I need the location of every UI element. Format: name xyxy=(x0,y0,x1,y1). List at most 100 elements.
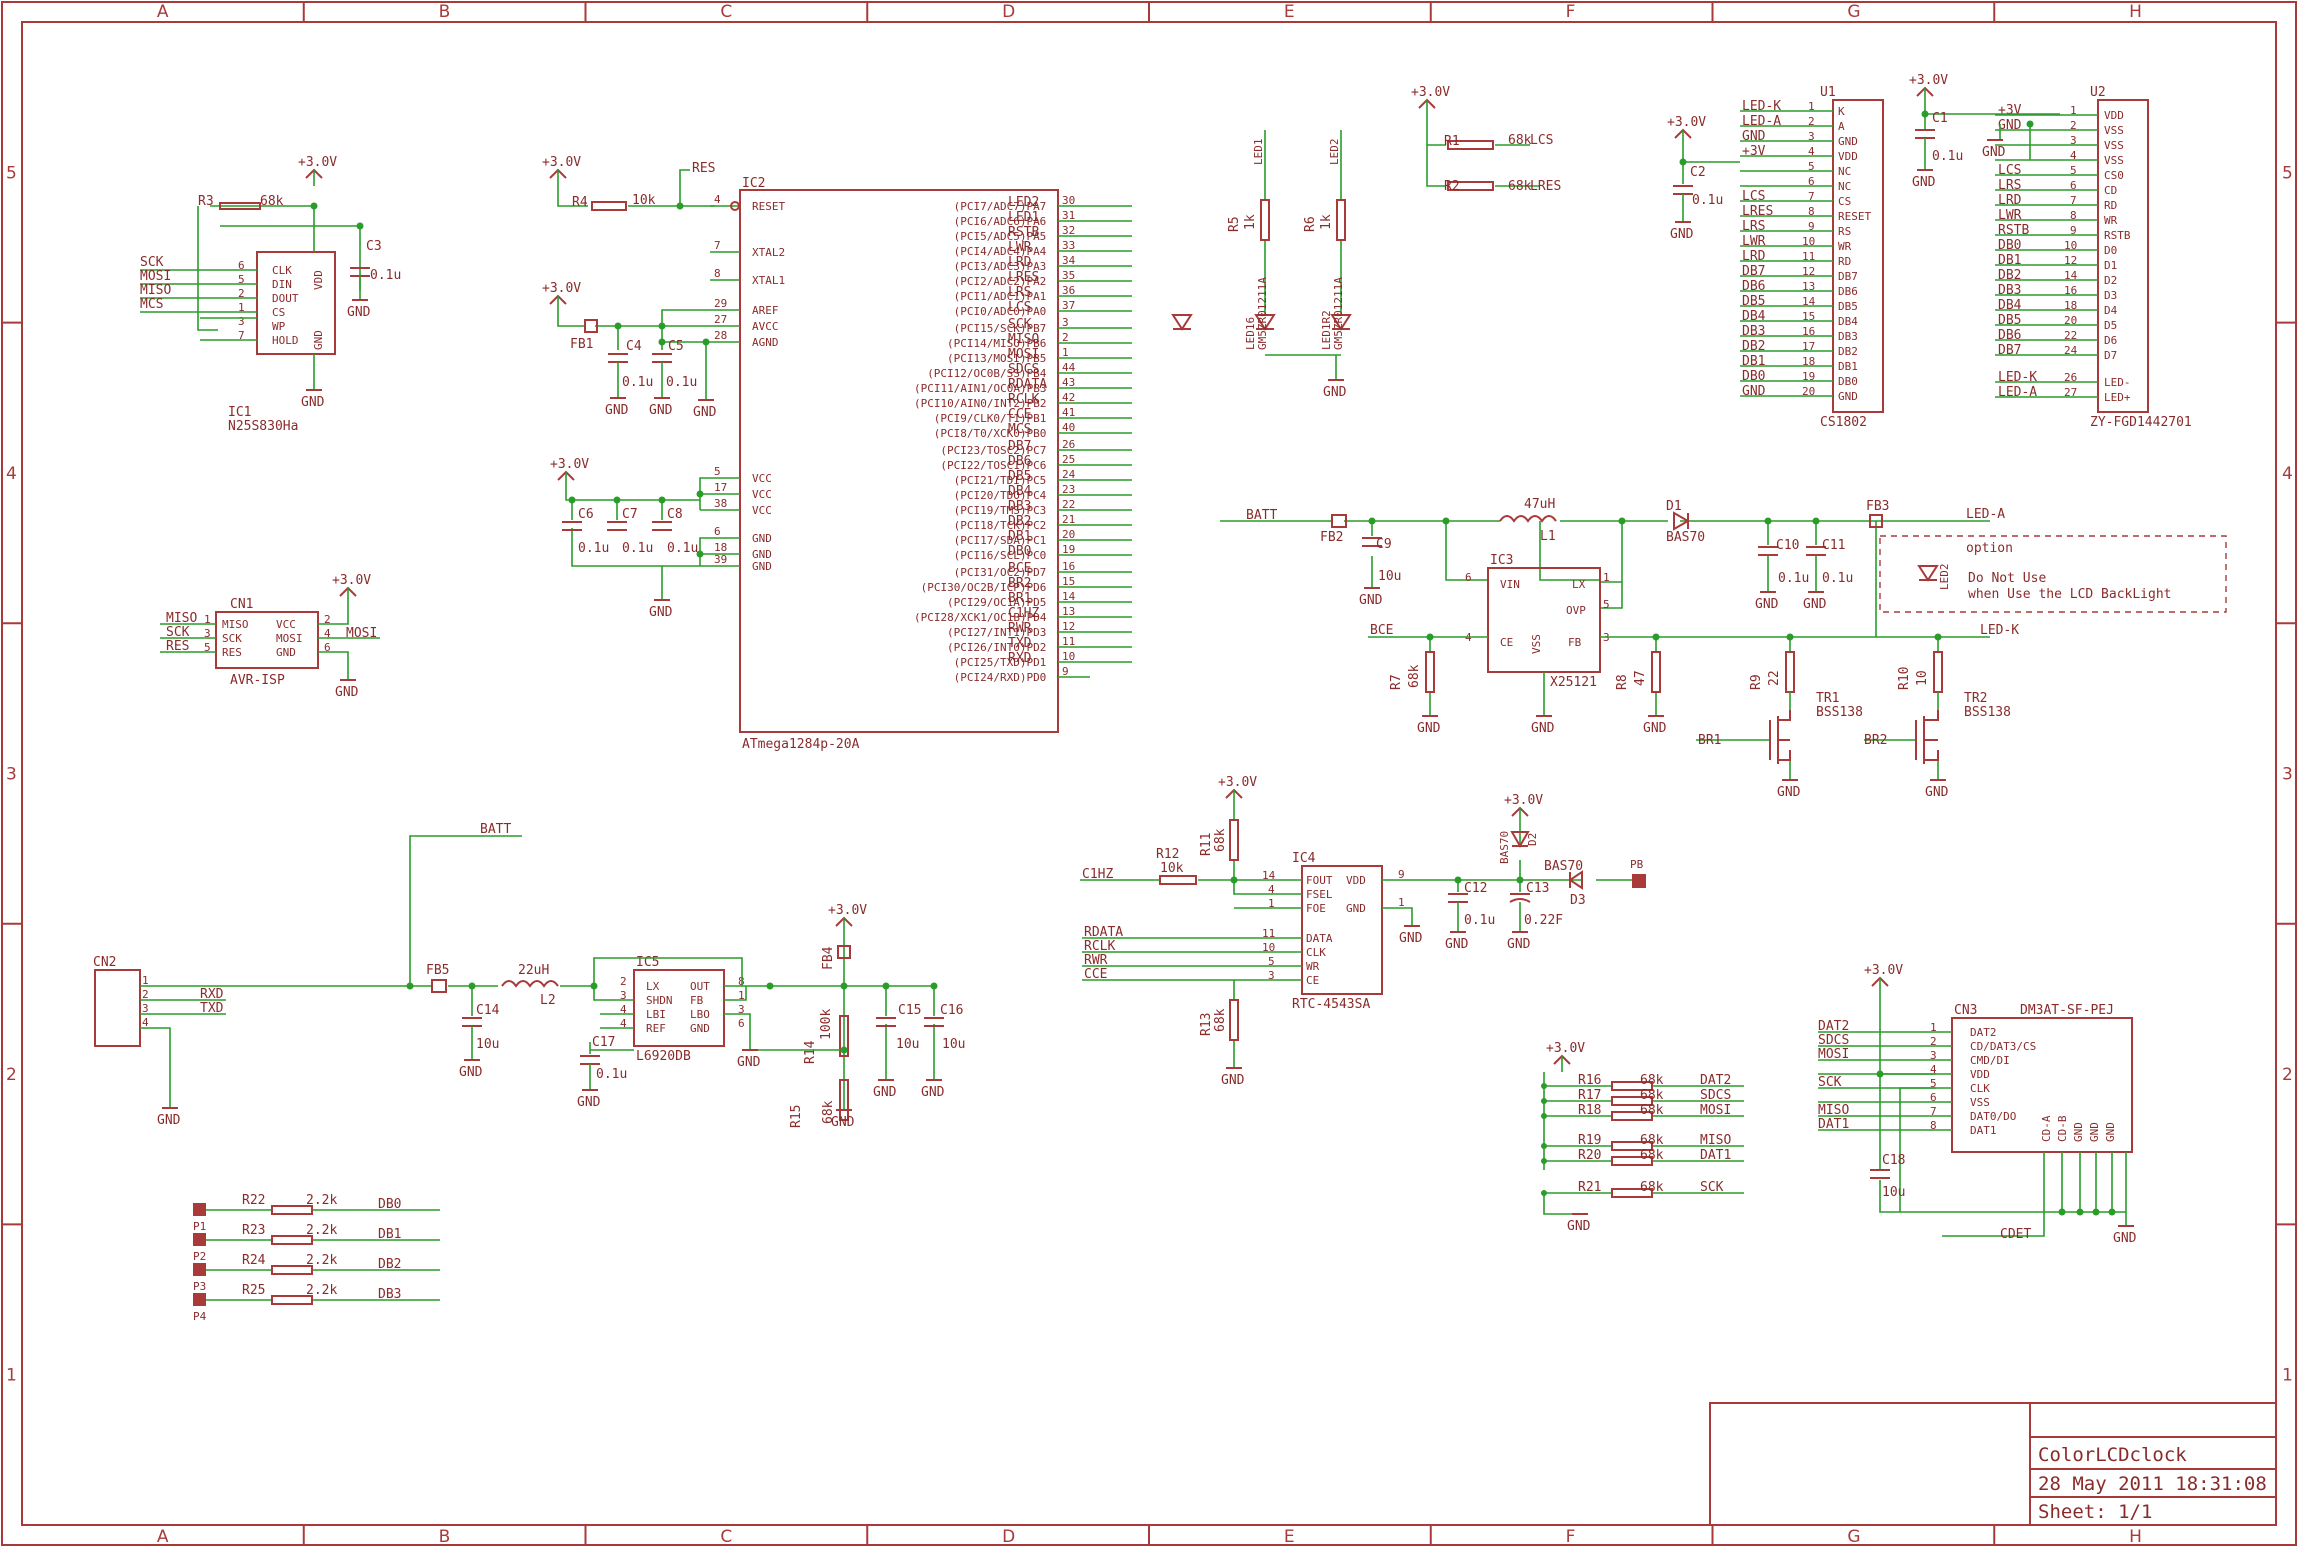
ic2-port: (PCI11/AIN1/OC0A)PB3 xyxy=(914,382,1046,395)
ic2-pin-num: 3 xyxy=(1062,316,1069,329)
u1-pin-num: 8 xyxy=(1808,205,1815,218)
u1-pin-nc: NC xyxy=(1838,180,1851,193)
u1-pin-num: 10 xyxy=(1802,235,1815,248)
net-led2: LED2 xyxy=(1008,195,1039,210)
net-db3: DB3 xyxy=(1008,499,1031,514)
gnd-label: GND xyxy=(1531,721,1555,736)
r7-value: 68k xyxy=(1407,664,1422,688)
pb-pad xyxy=(1632,874,1646,888)
zone-row-right-3: 3 xyxy=(2282,765,2293,785)
power-symbols: +3.0V+3.0V+3.0V+3.0V+3.0V+3.0V+3.0V+3.0V… xyxy=(157,73,2137,1246)
ic4-pin-num: 3 xyxy=(1268,969,1275,982)
cn3-ref: CN3 xyxy=(1954,1003,1977,1018)
net-mosi: MOSI xyxy=(1008,347,1039,362)
c2-ref: C2 xyxy=(1690,165,1706,180)
option-led2: LED2 xyxy=(1938,564,1951,591)
cn3-net-dat1: DAT1 xyxy=(1818,1117,1849,1132)
u1-net-db3: DB3 xyxy=(1742,324,1765,339)
d1-ref: D1 xyxy=(1666,499,1682,514)
u1-pin-vdd: VDD xyxy=(1838,150,1858,163)
zone-row-left-3: 3 xyxy=(6,765,17,785)
ic2-pin-gnd: GND xyxy=(752,560,772,573)
ic2-pin-num: 31 xyxy=(1062,209,1075,222)
zone-row-left-1: 1 xyxy=(6,1366,17,1386)
gnd-label: GND xyxy=(335,685,359,700)
ic2-pin-num: 23 xyxy=(1062,483,1075,496)
cn3-side-gnd: GND xyxy=(2104,1122,2117,1142)
pad-p4 xyxy=(193,1293,206,1306)
u1-pin-db7: DB7 xyxy=(1838,270,1858,283)
pullup-ref: R17 xyxy=(1578,1088,1601,1103)
ic4-pin-num: 14 xyxy=(1262,869,1276,882)
u1-pin-reset: RESET xyxy=(1838,210,1871,223)
vcc-label: +3.0V xyxy=(542,281,581,296)
cn1-pin-num: 5 xyxy=(204,641,211,654)
c15-ref: C15 xyxy=(898,1003,921,1018)
pullup-net-dat2: DAT2 xyxy=(1700,1073,1731,1088)
zone-row-left-4: 4 xyxy=(6,464,17,484)
r3-ref: R3 xyxy=(198,194,214,209)
ic2-port: (PCI17/SDA)PC1 xyxy=(954,534,1047,547)
junction xyxy=(1812,517,1820,525)
ic2-pin-num: 29 xyxy=(714,297,727,310)
u1-net-db5: DB5 xyxy=(1742,294,1765,309)
vcc-label: +3.0V xyxy=(1411,85,1450,100)
resistor-r17 xyxy=(1611,1096,1653,1106)
junction xyxy=(1230,876,1238,884)
net-db0: DB0 xyxy=(1008,544,1031,559)
net-led1: LED1 xyxy=(1008,210,1039,225)
ic2-pin-num: 20 xyxy=(1062,528,1075,541)
junction xyxy=(406,982,414,990)
vcc-label: +3.0V xyxy=(332,573,371,588)
u2-pin-vss: VSS xyxy=(2104,139,2124,152)
cn3-pin-dat0-do: DAT0/DO xyxy=(1970,1110,2016,1123)
r6-ref: R6 xyxy=(1303,216,1318,232)
u1-pin-gnd: GND xyxy=(1838,135,1858,148)
fb3-label: FB3 xyxy=(1866,499,1889,514)
option-label: option xyxy=(1966,541,2013,556)
ic2-port: (PCI13/MOSI)PB5 xyxy=(947,352,1046,365)
junction xyxy=(882,982,890,990)
cn3-pin-cmd-di: CMD/DI xyxy=(1970,1054,2010,1067)
ic1-pin-num: 5 xyxy=(238,273,245,286)
ic2-pin-num: 10 xyxy=(1062,650,1075,663)
tr2-ref: TR2 xyxy=(1964,691,1987,706)
u2-pin-rstb: RSTB xyxy=(2104,229,2131,242)
r9-resistor xyxy=(1785,651,1795,693)
reset-inversion-bubble xyxy=(730,201,740,211)
gnd-label: GND xyxy=(1755,597,1779,612)
title-block-date: 28 May 2011 18:31:08 xyxy=(2038,1473,2267,1495)
vcc-label: +3.0V xyxy=(298,155,337,170)
net-miso: MISO xyxy=(1008,332,1039,347)
u2-pin-cs0: CS0 xyxy=(2104,169,2124,182)
ic2-port: (PCI19/TMS)PC3 xyxy=(954,504,1047,517)
ic2-port: (PCI6/ADC6)PA6 xyxy=(954,215,1047,228)
pad-net-db3: DB3 xyxy=(378,1287,401,1302)
l2-ref: L2 xyxy=(540,993,556,1008)
ic2-pin-num: 11 xyxy=(1062,635,1075,648)
u1-pin-num: 7 xyxy=(1808,190,1815,203)
r2-ref: R2 xyxy=(1444,179,1460,194)
ic2-pin-num: 2 xyxy=(1062,331,1069,344)
ic5-pin-num: 1 xyxy=(738,989,745,1002)
u2-pin-led+: LED+ xyxy=(2104,391,2131,404)
u2-pin-num: 10 xyxy=(2064,239,2077,252)
fb4-bead xyxy=(837,945,851,959)
u1-pin-db3: DB3 xyxy=(1838,330,1858,343)
junction xyxy=(1618,517,1626,525)
ic5-part: L6920DB xyxy=(636,1049,691,1064)
ic2-port: (PCI14/MISO)PB6 xyxy=(947,337,1046,350)
ic4-part: RTC-4543SA xyxy=(1292,997,1370,1012)
pullup-ref: R19 xyxy=(1578,1133,1601,1148)
cn3-part: DM3AT-SF-PEJ xyxy=(2020,1003,2114,1018)
resistor-ref: R22 xyxy=(242,1193,265,1208)
u2-pin-num: 1 xyxy=(2070,104,2077,117)
ic1-pin-hold: HOLD xyxy=(272,334,299,347)
r13-value: 68k xyxy=(1213,1008,1228,1032)
net-db4: DB4 xyxy=(1008,484,1032,499)
ic1-vdd: VDD xyxy=(312,270,325,290)
c1-ref: C1 xyxy=(1932,111,1948,126)
c6-ref: C6 xyxy=(578,507,594,522)
